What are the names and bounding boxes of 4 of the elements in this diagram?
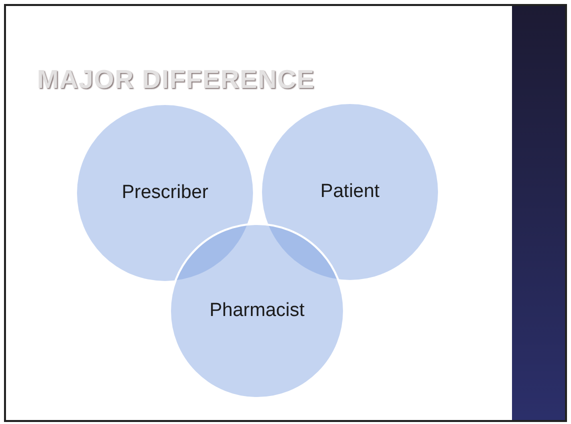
circle-label: Pharmacist (209, 298, 305, 323)
circle-label: Prescriber (122, 180, 208, 205)
circle-label: Patient (320, 180, 380, 204)
slide-title: MAJOR DIFFERENCE (37, 63, 315, 96)
